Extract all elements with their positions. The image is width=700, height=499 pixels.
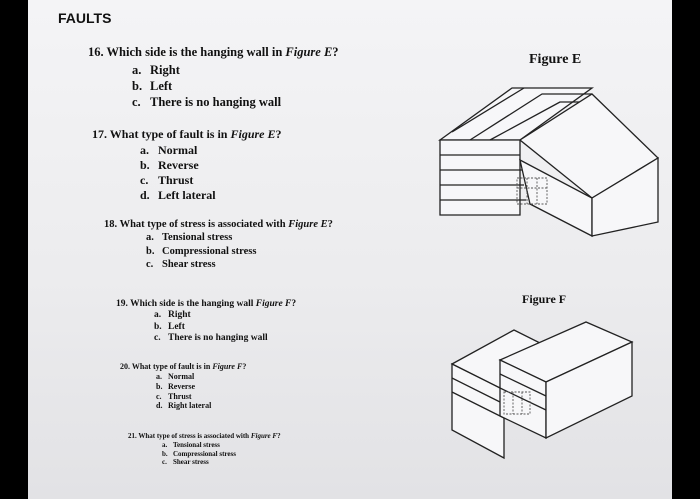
answer-option[interactable]: c.Shear stress: [162, 458, 209, 467]
figure-f-label: Figure F: [522, 292, 567, 306]
answer-option[interactable]: d.Left lateral: [140, 188, 216, 202]
answer-option[interactable]: b.Reverse: [156, 381, 196, 391]
photo-border-right: [672, 0, 700, 499]
footwall-front-face: [439, 139, 521, 216]
page-title: FAULTS: [58, 10, 112, 26]
answer-option[interactable]: a.Normal: [140, 143, 198, 157]
question-16: 16. Which side is the hanging wall in Fi…: [88, 45, 339, 110]
answer-option[interactable]: b.Compressional stress: [146, 245, 257, 257]
answer-option[interactable]: b.Left: [132, 79, 173, 93]
answer-option[interactable]: c.There is no hanging wall: [154, 333, 268, 343]
question-21: 21. What type of stress is associated wi…: [128, 432, 281, 467]
worksheet-page: FAULTS 16. Which side is the hanging wal…: [28, 0, 672, 499]
answer-option[interactable]: c.Thrust: [140, 173, 194, 187]
fault-plane-marker: [503, 391, 531, 415]
answer-option[interactable]: a.Tensional stress: [162, 441, 220, 449]
question-18: 18. What type of stress is associated wi…: [104, 219, 333, 272]
left-block-front-face: [451, 362, 505, 460]
answer-option[interactable]: a.Normal: [156, 372, 195, 381]
hangingwall-side-face: [591, 156, 659, 237]
answer-option[interactable]: a.Tensional stress: [146, 232, 233, 243]
answer-option[interactable]: c.Shear stress: [146, 259, 216, 270]
question-stem: 20. What type of fault is in Figure F?: [120, 362, 247, 371]
question-stem: 17. What type of fault is in Figure E?: [92, 127, 282, 141]
question-20: 20. What type of fault is in Figure F? a…: [120, 362, 246, 411]
question-stem: 21. What type of stress is associated wi…: [128, 432, 281, 440]
answer-option[interactable]: c.Thrust: [156, 391, 192, 401]
figure-e-fault-diagram: [437, 87, 660, 238]
answer-option[interactable]: b.Left: [154, 321, 185, 332]
right-block-side-face: [545, 340, 633, 440]
question-17: 17. What type of fault is in Figure E? a…: [92, 127, 282, 203]
answer-option[interactable]: a.Right: [154, 310, 191, 320]
answer-option[interactable]: b.Compressional stress: [162, 449, 236, 458]
figure-f-fault-diagram: [450, 321, 634, 460]
question-stem: 19. Which side is the hanging wall Figur…: [116, 299, 297, 309]
photo-border-left: [0, 0, 28, 499]
answer-option[interactable]: d.Right lateral: [156, 401, 212, 411]
question-stem: 16. Which side is the hanging wall in Fi…: [88, 45, 339, 59]
question-19: 19. Which side is the hanging wall Figur…: [116, 299, 296, 345]
figure-e-label: Figure E: [529, 52, 582, 67]
answer-option[interactable]: c.There is no hanging wall: [132, 95, 282, 109]
answer-option[interactable]: b.Reverse: [140, 158, 199, 172]
fault-plane-marker: [516, 177, 548, 205]
question-stem: 18. What type of stress is associated wi…: [104, 219, 333, 230]
answer-option[interactable]: a.Right: [132, 63, 180, 77]
